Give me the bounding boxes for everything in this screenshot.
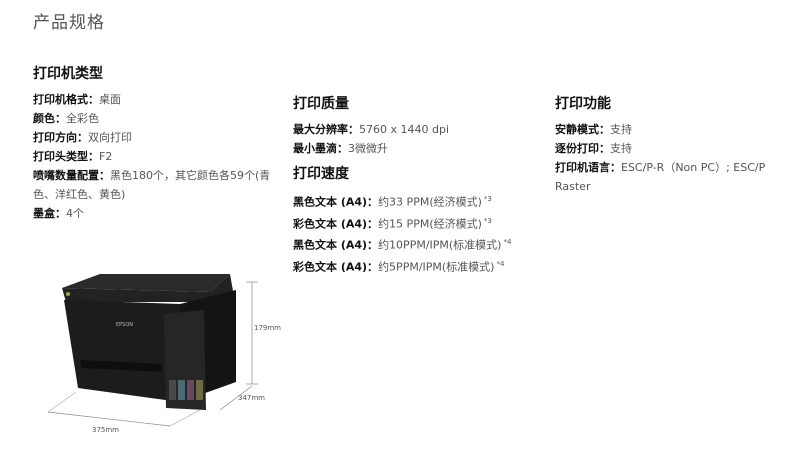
spec-value: 约15 PPM(经济模式) <box>378 217 482 231</box>
spec-label: 最大分辨率： <box>293 123 359 136</box>
spec-value: 支持 <box>610 123 632 136</box>
section-heading: 打印速度 <box>293 166 349 182</box>
spec-value: F2 <box>99 150 113 163</box>
spec-row-speed: 黑色文本 (A4)：约10PPM/IPM(标准模式)*4 <box>293 233 543 255</box>
spec-label: 黑色文本 (A4)： <box>293 238 379 252</box>
spec-value: 约33 PPM(经济模式) <box>378 195 482 209</box>
depth-dimension-line <box>219 385 253 411</box>
ink-tank-black <box>169 380 176 400</box>
spec-value: ESC/P-R（Non PC）; ESC/P Raster <box>555 161 766 193</box>
spec-label: 安静模式： <box>555 123 610 136</box>
spec-row-resolution: 最大分辨率：5760 x 1440 dpi <box>293 120 543 139</box>
paper-output-slot <box>80 360 162 372</box>
spec-row-nozzles: 喷嘴数量配置：黑色180个，其它颜色各59个(青色、洋红色、黄色) <box>33 166 283 204</box>
spec-row-speed: 彩色文本 (A4)：约15 PPM(经济模式)*3 <box>293 212 543 234</box>
spec-value: 约5PPM/IPM(标准模式) <box>378 260 495 274</box>
width-dimension-label: 375mm <box>92 426 119 434</box>
brand-logo: EPSON <box>116 322 133 328</box>
spec-label: 打印机语言： <box>555 161 621 174</box>
section-printer-type: 打印机类型 打印机格式：桌面 颜色：全彩色 打印方向：双向打印 打印头类型：F2… <box>33 64 283 223</box>
ink-tank-magenta <box>187 380 194 400</box>
ink-tank-cyan <box>178 380 185 400</box>
spec-label: 黑色文本 (A4)： <box>293 195 379 209</box>
spec-value: 桌面 <box>99 93 121 106</box>
spec-row-speed: 彩色文本 (A4)：约5PPM/IPM(标准模式)*4 <box>293 255 543 277</box>
printer-scanner <box>62 274 235 302</box>
width-dimension-line <box>47 411 171 427</box>
spec-value: 3微微升 <box>348 142 388 155</box>
power-light-icon <box>66 292 70 296</box>
spec-row-direction: 打印方向：双向打印 <box>33 128 283 147</box>
printer-top-lid <box>62 274 230 292</box>
spec-label: 打印机格式： <box>33 93 99 106</box>
printer-front-body <box>64 300 180 402</box>
spec-row-color: 颜色：全彩色 <box>33 109 283 128</box>
section-print-quality-speed: 打印质量 最大分辨率：5760 x 1440 dpi 最小墨滴：3微微升 打印速… <box>293 94 543 277</box>
spec-row-format: 打印机格式：桌面 <box>33 90 283 109</box>
spec-value: 全彩色 <box>66 112 99 125</box>
spec-row-droplet: 最小墨滴：3微微升 <box>293 139 543 158</box>
section-print-speed: 打印速度 黑色文本 (A4)：约33 PPM(经济模式)*3 彩色文本 (A4)… <box>293 164 543 277</box>
spec-row-collate: 逐份打印：支持 <box>555 139 790 158</box>
printer-dimension-figure: EPSON 179mm 347mm 375mm <box>47 274 281 434</box>
page-title: 产品规格 <box>33 13 105 33</box>
footnote-marker: *3 <box>483 216 492 225</box>
spec-label: 打印方向： <box>33 131 88 144</box>
spec-row-head-type: 打印头类型：F2 <box>33 147 283 166</box>
spec-label: 颜色： <box>33 112 66 125</box>
spec-value: 双向打印 <box>88 131 132 144</box>
spec-label: 最小墨滴： <box>293 142 348 155</box>
height-dimension-label: 179mm <box>254 324 281 332</box>
footnote-marker: *4 <box>496 259 505 268</box>
ink-tank-yellow <box>196 380 203 400</box>
section-heading: 打印机类型 <box>33 66 103 82</box>
spec-value: 约10PPM/IPM(标准模式) <box>378 238 502 252</box>
spec-row-cartridges: 墨盒：4个 <box>33 204 283 223</box>
spec-row-quiet-mode: 安静模式：支持 <box>555 120 790 139</box>
spec-row-speed: 黑色文本 (A4)：约33 PPM(经济模式)*3 <box>293 190 543 212</box>
footnote-marker: *3 <box>483 195 492 203</box>
spec-row-language: 打印机语言：ESC/P-R（Non PC）; ESC/P Raster <box>555 158 790 196</box>
spec-label: 墨盒： <box>33 207 66 220</box>
depth-dimension-label: 347mm <box>238 394 265 402</box>
spec-label: 打印头类型： <box>33 150 99 163</box>
spec-label: 逐份打印： <box>555 142 610 155</box>
spec-value: 5760 x 1440 dpi <box>359 123 450 136</box>
footnote-marker: *4 <box>503 238 512 247</box>
section-heading: 打印质量 <box>293 96 349 112</box>
spec-label: 彩色文本 (A4)： <box>293 217 379 231</box>
spec-value: 支持 <box>610 142 632 155</box>
spec-label: 喷嘴数量配置： <box>33 169 110 182</box>
spec-label: 彩色文本 (A4)： <box>293 260 379 274</box>
section-print-functions: 打印功能 安静模式：支持 逐份打印：支持 打印机语言：ESC/P-R（Non P… <box>555 94 790 196</box>
section-heading: 打印功能 <box>555 96 611 112</box>
spec-value: 黑色180个，其它颜色各59个(青色、洋红色、黄色) <box>33 169 271 201</box>
spec-value: 4个 <box>66 207 84 220</box>
